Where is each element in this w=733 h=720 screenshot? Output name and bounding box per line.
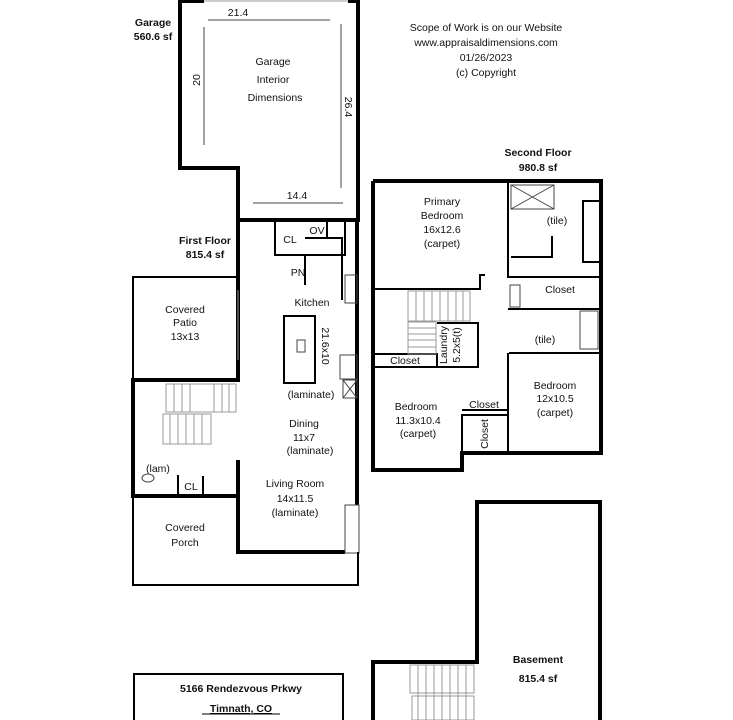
primary-bedroom-floor: (carpet) [424,238,460,250]
garage-label: Dimensions [248,92,303,104]
closet-label: Closet [479,419,491,449]
address-city: Timnath, CO [210,703,272,715]
bedroom-label: Bedroom [534,380,577,392]
stove-icon [344,274,358,304]
garage-label: Interior [257,74,290,86]
kitchen-floor: (laminate) [288,389,335,401]
primary-bedroom-label: Primary [424,196,461,208]
garage: Garage 560.6 sf Garage Interior Dimensio… [134,0,360,222]
closet-label: Closet [545,284,575,296]
second-floor-area: 980.8 sf [519,162,558,174]
garage-dim-bottom: 14.4 [287,190,308,202]
first-floor-title: First Floor [179,235,231,247]
garage-title: Garage [135,17,171,29]
living-floor: (laminate) [272,507,319,519]
living-label: Living Room [266,478,325,490]
laundry-dim: 5.2x5(t) [451,327,463,363]
kitchen-label: Kitchen [294,297,329,309]
address-street: 5166 Rendezvous Prkwy [180,683,302,695]
garage-dim-right: 26.4 [342,97,354,118]
garage-dim-left: 20 [191,74,203,86]
bedroom-floor: (carpet) [400,428,436,440]
toilet-icon [141,473,155,483]
bedroom-label: Bedroom [395,401,438,413]
shower-icon [510,184,555,210]
basement-area: 815.4 sf [519,673,558,685]
website-text: www.appraisaldimensions.com [413,37,558,49]
garage-label: Garage [255,56,290,68]
fridge-icon [339,354,358,380]
closet-label: CL [184,481,198,493]
primary-bath-floor: (tile) [547,215,567,227]
bath-floor: (tile) [535,334,555,346]
patio-label: Patio [173,317,197,329]
copyright-text: (c) Copyright [456,67,516,79]
closet-label: CL [283,234,297,246]
second-floor-title: Second Floor [504,147,571,159]
second-floor: Second Floor 980.8 sf Primar [371,147,603,472]
stairs [162,383,237,445]
scope-text: Scope of Work is on our Website [410,22,563,34]
dining-dim: 11x7 [293,432,315,444]
hvac-icon [342,379,358,399]
bedroom-dim: 12x10.5 [536,393,574,405]
hvac-icon [509,284,521,308]
basement: Basement 815.4 sf [371,500,602,720]
garage-area: 560.6 sf [134,31,173,43]
first-floor-area: 815.4 sf [186,249,225,261]
copyright-notice: Scope of Work is on our Website www.appr… [410,22,563,79]
bedroom-floor: (carpet) [537,407,573,419]
stairs [407,290,471,355]
patio-dim: 13x13 [171,331,200,343]
pantry-label: PN [291,267,306,279]
primary-bedroom-label: Bedroom [421,210,464,222]
sink-icon [296,339,306,353]
dimension-lines [203,19,343,204]
garage-dim-top: 21.4 [228,7,249,19]
fireplace-icon [344,504,360,554]
address-box: 5166 Rendezvous Prkwy Timnath, CO [133,673,344,720]
closet-label: Closet [469,399,499,411]
oven-label: OV [309,225,324,237]
bedroom-dim: 11.3x10.4 [395,415,441,427]
date-text: 01/26/2023 [460,52,513,64]
stairs [409,664,475,720]
kitchen-island [283,315,316,384]
kitchen-dim: 21.6x10 [319,327,331,365]
dining-floor: (laminate) [287,445,334,457]
half-bath-floor: (lam) [146,463,170,475]
primary-bedroom-dim: 16x12.6 [423,224,461,236]
basement-title: Basement [513,654,564,666]
porch-label: Covered [165,522,205,534]
bathtub-icon [579,310,599,350]
living-dim: 14x11.5 [277,493,314,505]
laundry-label: Laundry [438,325,450,364]
dining-label: Dining [289,418,319,430]
closet-label: Closet [390,355,420,367]
first-floor: First Floor 815.4 sf CL OV PN Kitchen 21… [131,220,360,586]
porch-label: Porch [171,537,199,549]
patio-label: Covered [165,304,205,316]
